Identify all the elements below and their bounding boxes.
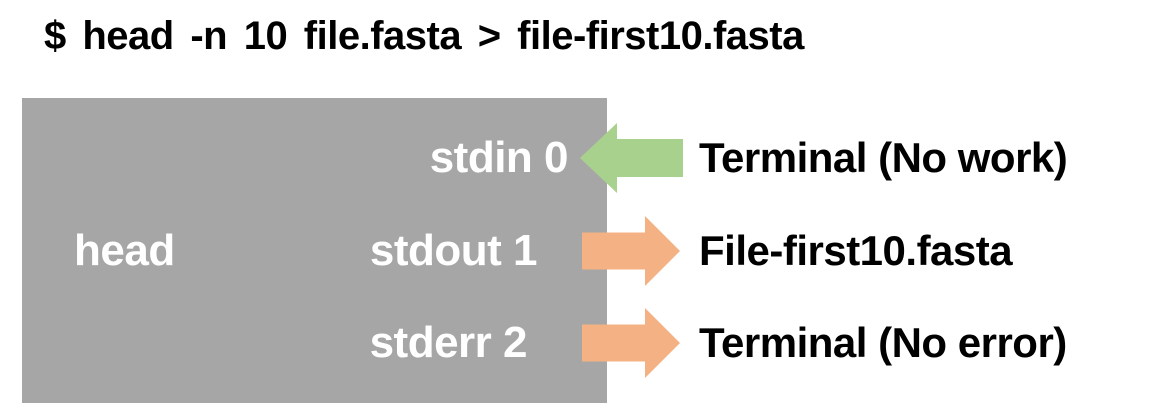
stdout-arrow-shape (582, 216, 680, 286)
command-line-text: $ head -n 10 file.fasta > file-first10.f… (44, 14, 804, 58)
stdout-target-label: File-first10.fasta (699, 227, 1013, 274)
stdout-stream-label: stdout 1 (369, 226, 538, 275)
arrow-right-icon (582, 216, 680, 286)
stdin-arrow-shape (580, 123, 683, 193)
stderr-stream-label: stderr 2 (369, 318, 528, 367)
stderr-arrow-shape (582, 308, 680, 378)
process-name-label: head (74, 226, 175, 275)
stderr-target-label: Terminal (No error) (699, 319, 1067, 366)
stdin-stream-label: stdin 0 (429, 133, 569, 182)
stdin-target-label: Terminal (No work) (699, 134, 1068, 181)
arrow-left-icon (580, 123, 683, 193)
arrow-right-icon (582, 308, 680, 378)
process-box (22, 98, 607, 403)
